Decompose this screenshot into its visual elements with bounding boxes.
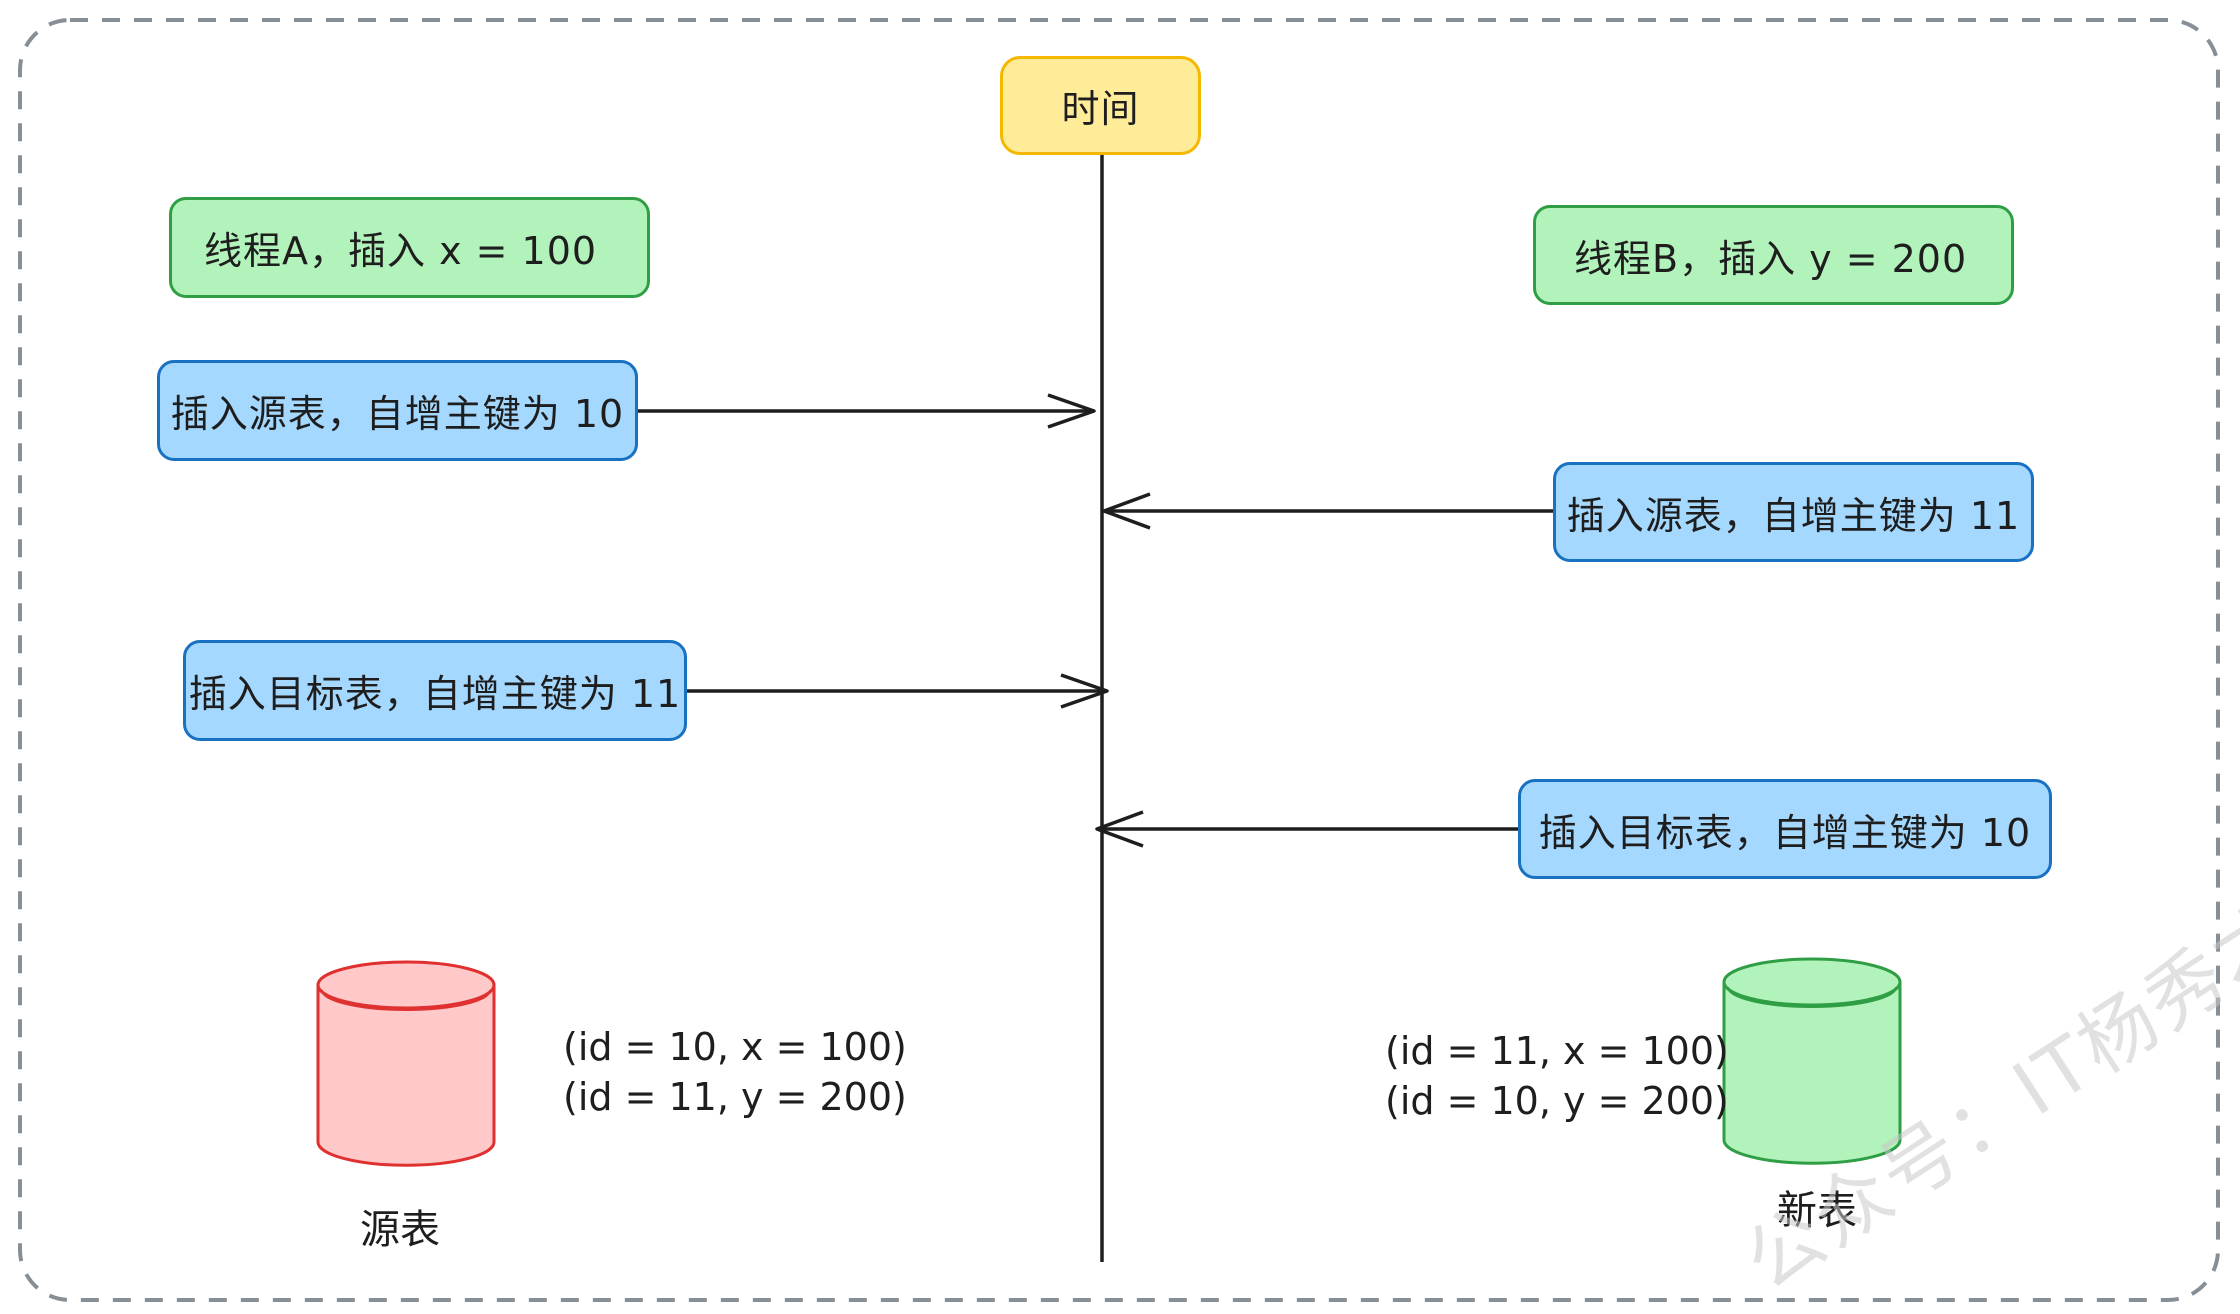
- timeline-label: 时间: [1061, 87, 1140, 131]
- arrow-a-source: [638, 393, 1096, 429]
- step-a-source-box: 插入源表，自增主键为 10: [157, 360, 638, 461]
- new-row-2: (id = 10, y = 200): [1385, 1079, 1729, 1123]
- source-table-cylinder: [316, 960, 496, 1167]
- step-a-target-box: 插入目标表，自增主键为 11: [183, 640, 687, 741]
- step-b-source-label: 插入源表，自增主键为 11: [1566, 493, 2021, 538]
- step-a-source-label: 插入源表，自增主键为 10: [170, 392, 625, 436]
- source-table-caption: 源表: [360, 1207, 440, 1253]
- arrow-b-source: [1102, 492, 1553, 530]
- new-table-cylinder: [1722, 957, 1902, 1165]
- arrow-a-target: [687, 673, 1109, 709]
- step-b-target-label: 插入目标表，自增主键为 10: [1538, 810, 2032, 855]
- dashed-frame: [18, 18, 2220, 1302]
- source-table-rows: (id = 10, x = 100) (id = 11, y = 200): [563, 1022, 907, 1122]
- timeline-label-box: 时间: [1000, 56, 1201, 155]
- thread-a-box: 线程A，插入 x = 100: [169, 197, 650, 298]
- step-b-source-box: 插入源表，自增主键为 11: [1553, 462, 2034, 562]
- arrow-b-target: [1095, 810, 1518, 848]
- thread-b-box: 线程B，插入 y = 200: [1533, 205, 2014, 305]
- source-row-2: (id = 11, y = 200): [563, 1075, 907, 1119]
- step-b-target-box: 插入目标表，自增主键为 10: [1518, 779, 2052, 879]
- thread-b-label: 线程B，插入 y = 200: [1574, 236, 1968, 281]
- source-row-1: (id = 10, x = 100): [563, 1025, 907, 1069]
- step-a-target-label: 插入目标表，自增主键为 11: [188, 672, 682, 716]
- new-row-1: (id = 11, x = 100): [1385, 1029, 1729, 1073]
- thread-a-label: 线程A，插入 x = 100: [204, 229, 598, 273]
- new-table-rows: (id = 11, x = 100) (id = 10, y = 200): [1385, 1026, 1729, 1126]
- new-table-caption: 新表: [1777, 1188, 1857, 1234]
